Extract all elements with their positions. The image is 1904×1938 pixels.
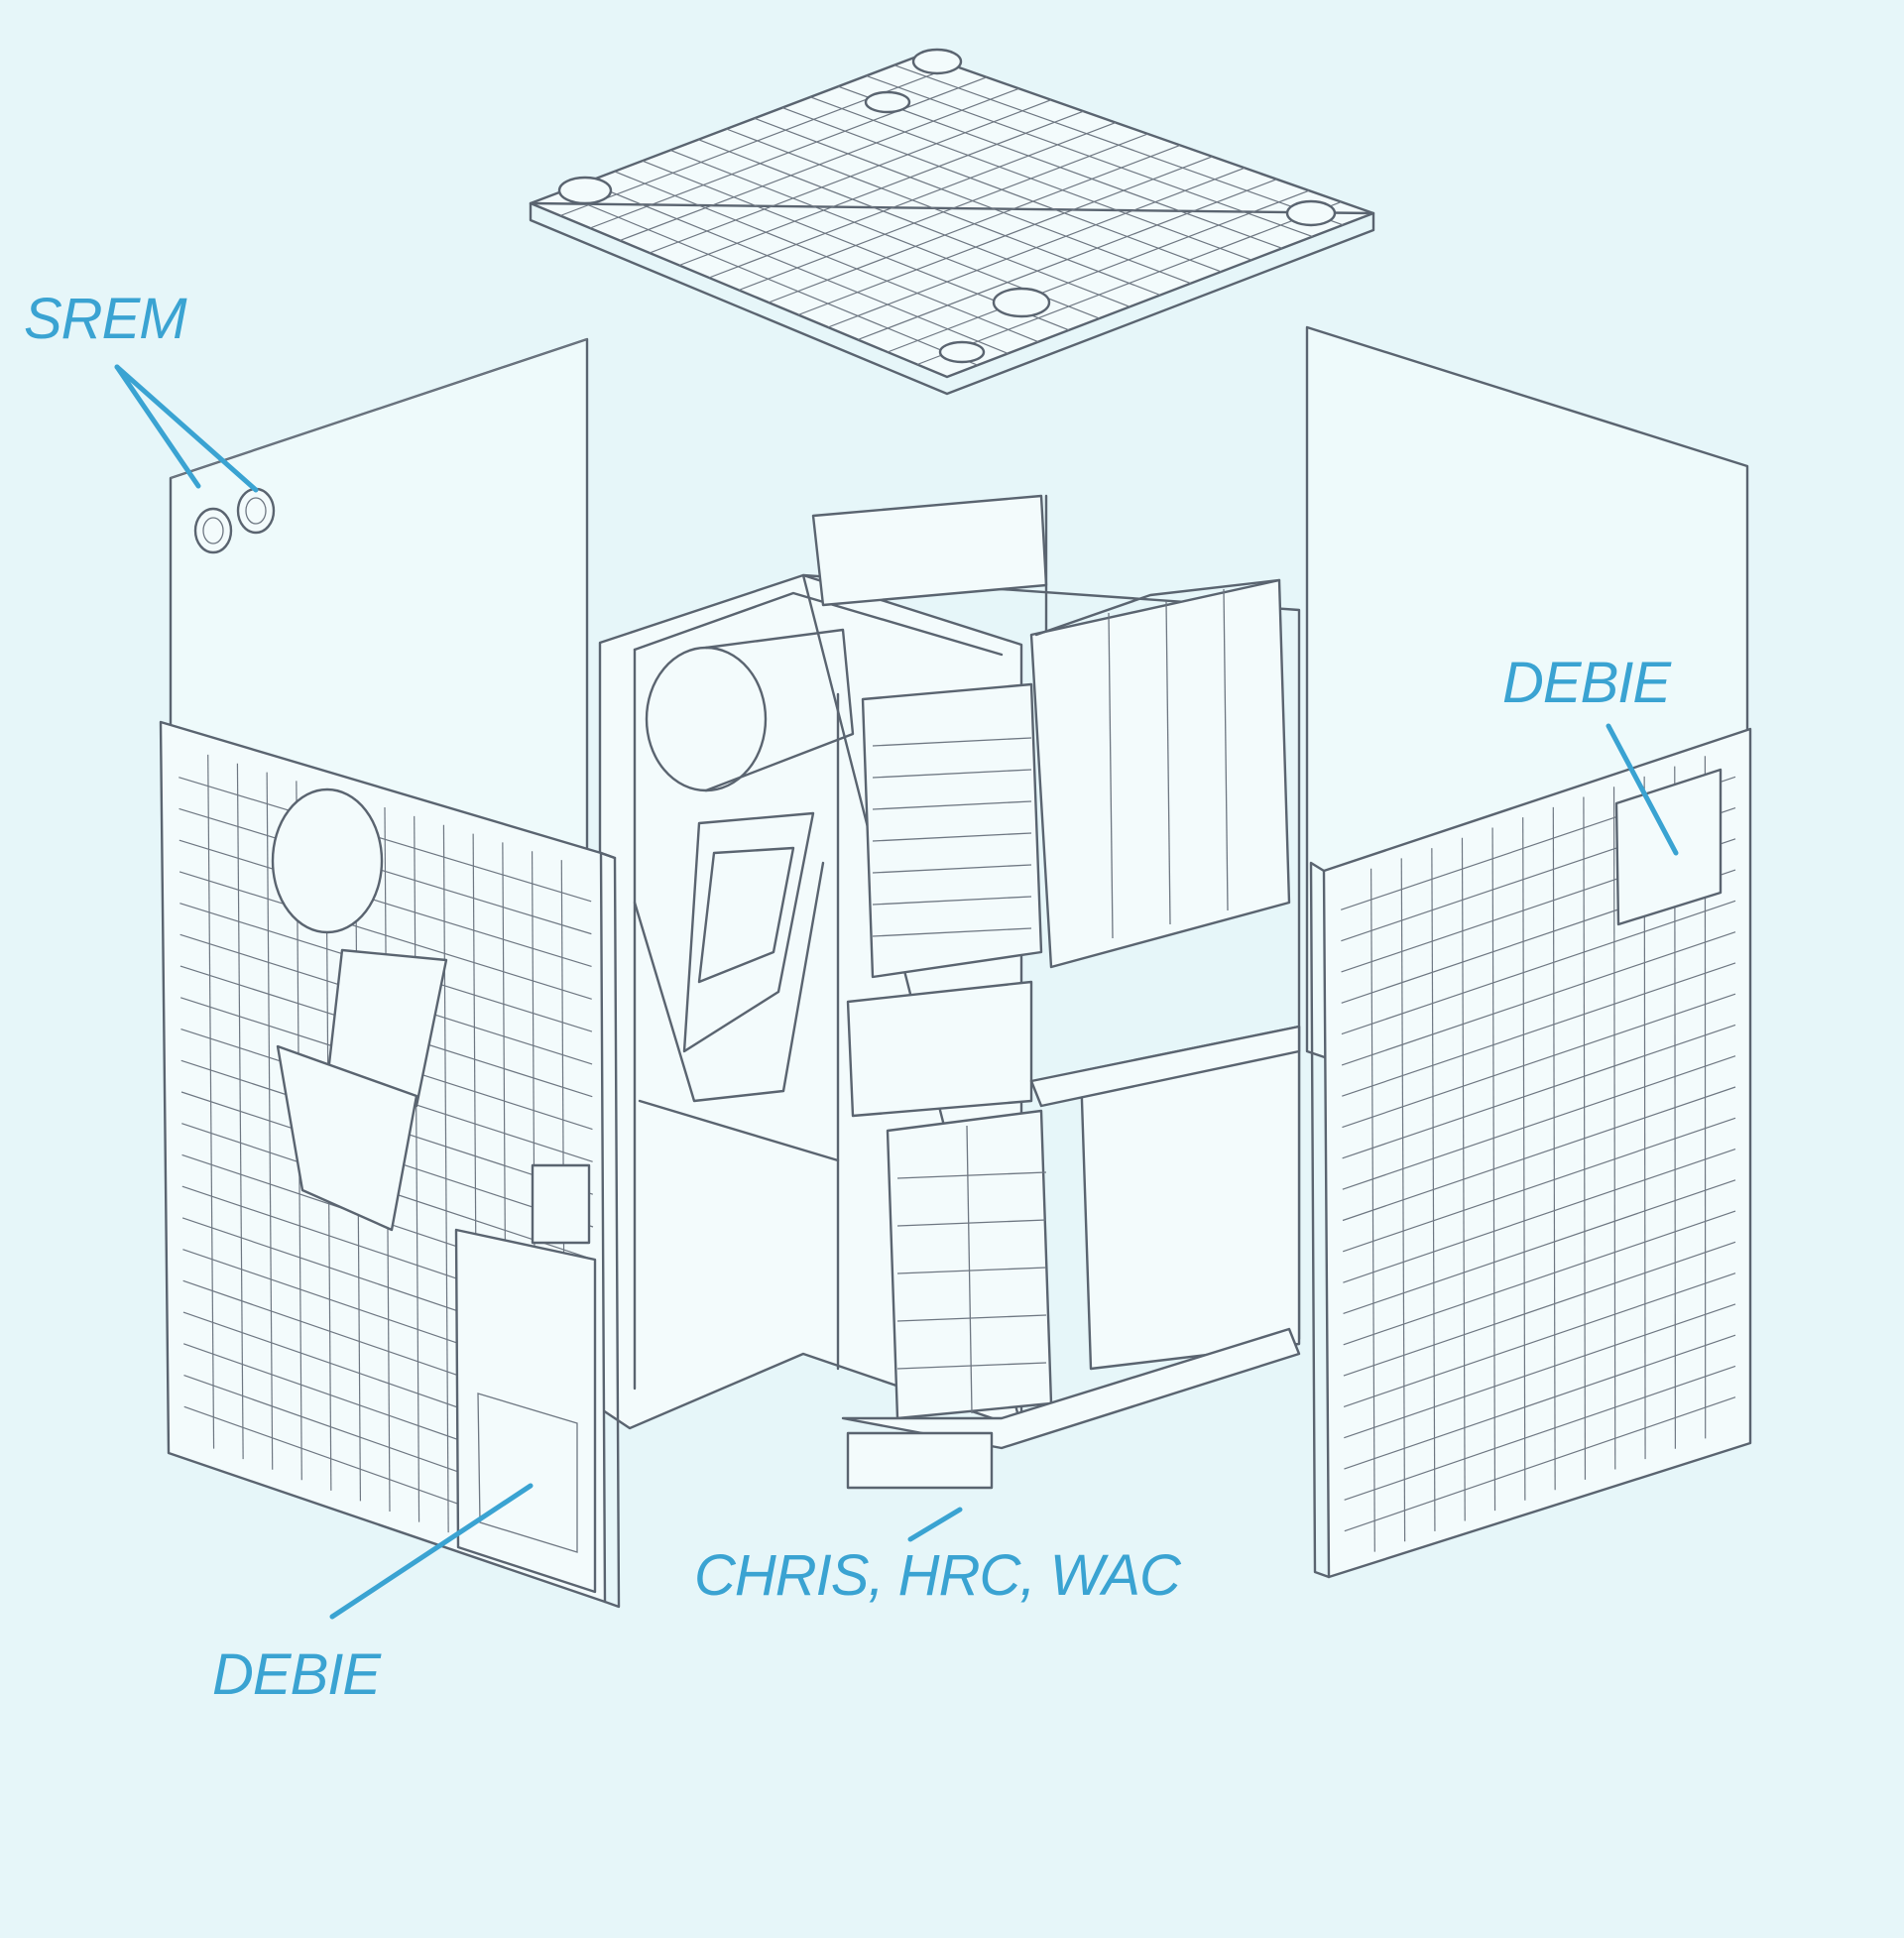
front-left-solar-panel [159, 720, 621, 1609]
electronics-stack [861, 578, 1291, 979]
annotation-leaders [114, 364, 1679, 1620]
debie-label-left: DEBIE [212, 1642, 381, 1707]
debie-label-right: DEBIE [1502, 651, 1671, 715]
central-bus-structure [598, 494, 1301, 1490]
chris-hrc-wac-label: CHRIS, HRC, WAC [694, 1543, 1181, 1608]
camera-cylinder [645, 628, 855, 792]
srem-label: SREM [24, 287, 187, 351]
srem-sensor-icon [193, 487, 276, 554]
front-right-solar-panel [1309, 727, 1752, 1579]
top-panel [529, 48, 1375, 396]
